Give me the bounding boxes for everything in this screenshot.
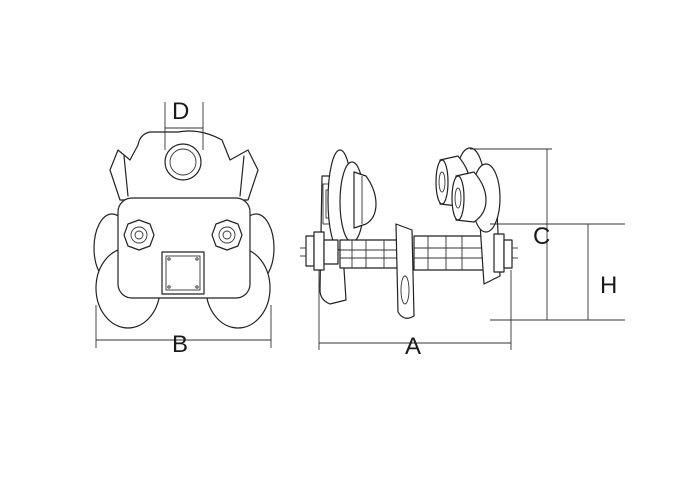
dimension-c: C xyxy=(470,148,552,320)
side-right-nut xyxy=(493,233,518,273)
center-hanger-plate xyxy=(395,223,415,319)
dimension-a: A xyxy=(318,270,512,360)
label-c: C xyxy=(533,223,550,250)
dimension-h: H xyxy=(490,223,625,321)
label-b: B xyxy=(172,331,188,358)
axle-left xyxy=(339,239,403,269)
right-nut xyxy=(211,219,243,251)
side-left-wheel-hub xyxy=(353,171,377,229)
side-right-hub-back xyxy=(435,159,449,205)
left-nut xyxy=(123,219,155,251)
label-a: A xyxy=(405,333,421,360)
dimension-b: B xyxy=(95,305,272,358)
dimension-d: D xyxy=(164,98,204,150)
side-right-hub-front xyxy=(451,175,465,221)
side-view: A C H xyxy=(300,147,625,360)
front-view: D B xyxy=(93,98,275,358)
label-h: H xyxy=(600,272,617,299)
label-d: D xyxy=(172,98,189,125)
center-block xyxy=(161,251,205,295)
